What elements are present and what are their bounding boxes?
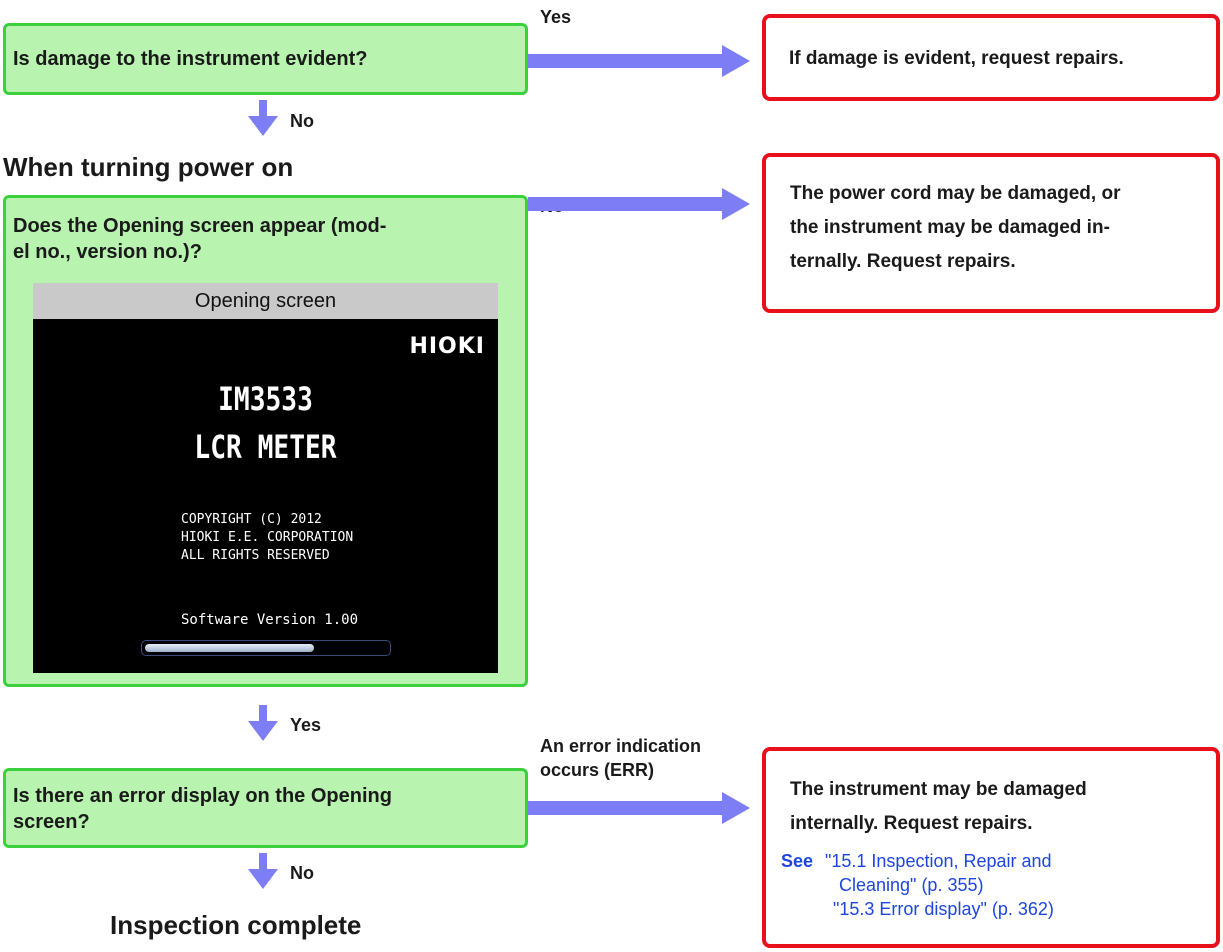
branch-label-error: An error indication: [540, 736, 702, 756]
see-label: See: [781, 851, 814, 871]
arrow-right-error-icon: [528, 792, 750, 824]
result-text: If damage is evident, request repairs.: [789, 48, 1124, 69]
arrow-right-no-icon: [528, 188, 750, 220]
question-box-error-display: Is there an error display on the Opening…: [3, 768, 528, 848]
branch-label-no: No: [290, 863, 314, 883]
section-heading: When turning power on: [3, 152, 294, 182]
result-box-internal-damage: The instrument may be damaged internally…: [762, 747, 1220, 948]
arrow-down-icon: [248, 853, 278, 889]
copyright-line: ALL RIGHTS RESERVED: [181, 548, 330, 563]
arrow-down-icon: [248, 100, 278, 136]
result-text-line1: The instrument may be damaged: [790, 779, 1087, 800]
arrow-down-icon: [248, 705, 278, 741]
opening-screen-title: Opening screen: [33, 283, 498, 319]
reference-link-error-display[interactable]: "15.3 Error display" (p. 362): [833, 899, 1054, 919]
result-text-line1: The power cord may be damaged, or: [790, 183, 1121, 204]
question-text-line1: Does the Opening screen appear (mod-: [13, 215, 387, 237]
opening-screen-display: [33, 283, 498, 673]
result-text-line2: the instrument may be damaged in-: [790, 217, 1110, 238]
question-text-line2: screen?: [13, 811, 90, 833]
software-version: Software Version 1.00: [181, 612, 359, 628]
hioki-logo: HIOKI: [375, 334, 485, 359]
model-number: IM3533: [218, 380, 313, 418]
copyright-line: HIOKI E.E. CORPORATION: [181, 530, 354, 545]
product-name: LCR METER: [194, 428, 337, 466]
result-text-line2: internally. Request repairs.: [790, 813, 1033, 834]
result-text-line3: ternally. Request repairs.: [790, 251, 1016, 272]
question-text: Is damage to the instrument evident?: [13, 48, 368, 70]
result-box-request-repairs: If damage is evident, request repairs.: [762, 14, 1220, 101]
branch-label-yes: Yes: [540, 7, 572, 27]
branch-label-error: occurs (ERR): [540, 760, 655, 780]
question-box-damage-evident: Is damage to the instrument evident?: [3, 23, 528, 95]
question-text-line2: el no., version no.)?: [13, 241, 202, 263]
reference-link-inspection[interactable]: "15.1 Inspection, Repair and: [825, 851, 1052, 871]
progress-bar-fill: [145, 644, 314, 652]
reference-link-inspection[interactable]: Cleaning" (p. 355): [839, 875, 984, 895]
branch-label-no: No: [290, 111, 314, 131]
arrow-right-yes-icon: [528, 45, 750, 77]
progress-bar: [141, 640, 391, 656]
copyright-line: COPYRIGHT (C) 2012: [181, 512, 322, 527]
question-text-line1: Is there an error display on the Opening: [13, 785, 392, 807]
branch-label-yes: Yes: [290, 715, 322, 735]
result-box-power-cord-damaged: The power cord may be damaged, or the in…: [762, 153, 1220, 313]
final-status: Inspection complete: [110, 910, 362, 940]
see-reference: See: [781, 851, 813, 872]
hioki-logo-text: HIOKI: [409, 334, 485, 359]
